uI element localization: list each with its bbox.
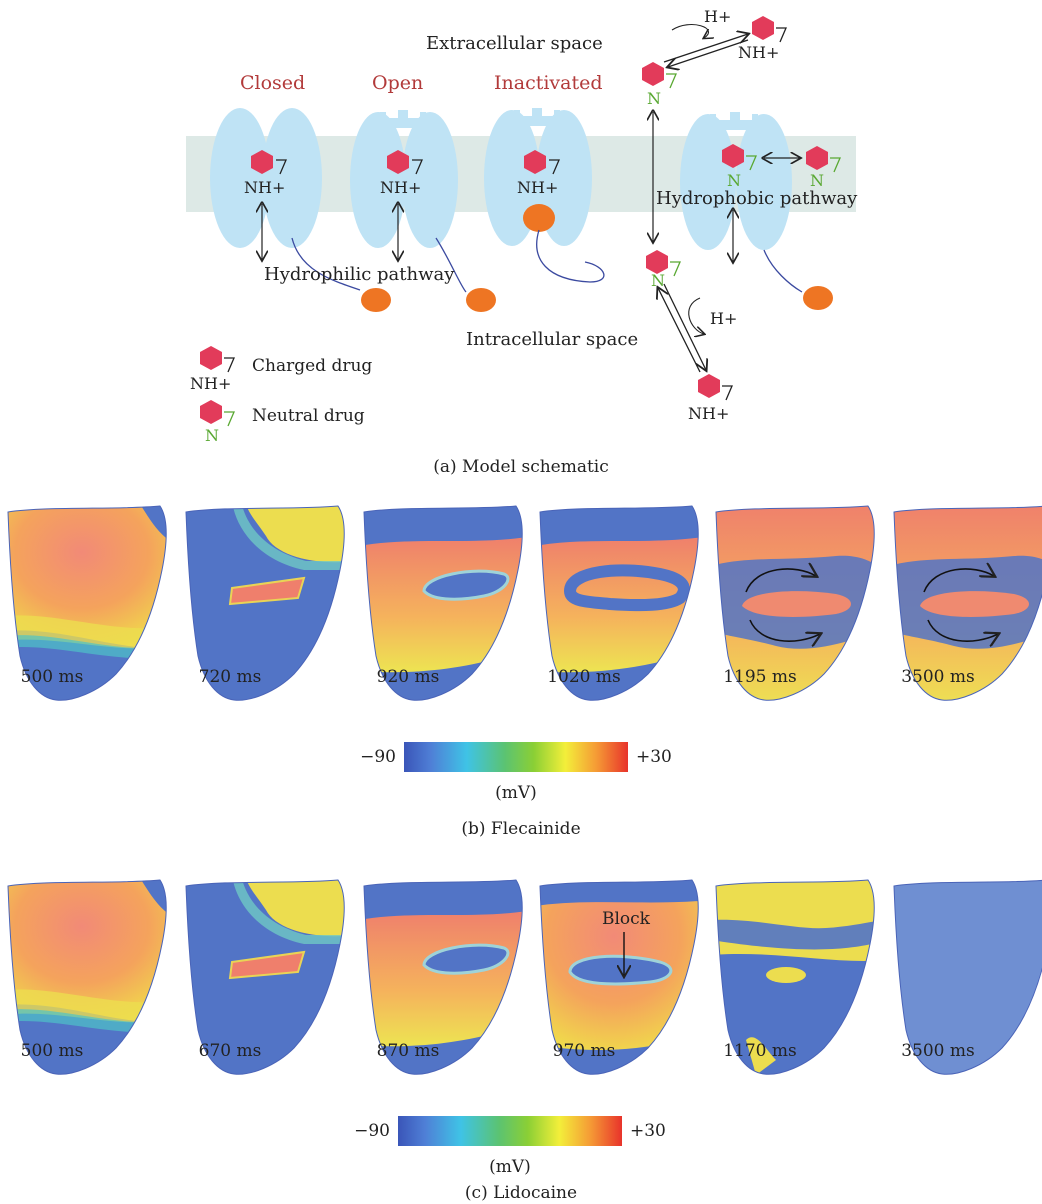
panel-lidocaine: 500 ms 670 ms 870 ms Block 970 ms 1170 ms 3500…	[7, 879, 1042, 1075]
channel-inactivated	[484, 108, 605, 283]
colorbar-b-gradient	[404, 742, 628, 772]
drug-charged-open: NH+	[380, 150, 423, 197]
svg-text:NH+: NH+	[244, 178, 285, 197]
drug-charged-intracellular: NH+	[688, 374, 733, 423]
legend-neutral: N Neutral drug	[200, 400, 365, 445]
intra-eq-arrow-1	[663, 283, 706, 370]
colorbar-b: −90 +30 (mV)	[360, 742, 672, 803]
time-label-b-5: 1195 ms	[723, 667, 797, 687]
colorbar-c: −90 +30 (mV)	[354, 1116, 666, 1177]
svg-text:N: N	[810, 171, 824, 190]
time-label-c-6: 3500 ms	[901, 1041, 975, 1061]
colorbar-b-min: −90	[360, 747, 396, 767]
intracellular-label: Intracellular space	[466, 329, 638, 350]
heart-snapshot-c-1	[7, 879, 167, 1075]
svg-text:NH+: NH+	[517, 178, 558, 197]
drug-neutral-intracellular: N	[646, 250, 681, 290]
caption-c: (c) Lidocaine	[465, 1183, 577, 1203]
time-label-c-2: 670 ms	[199, 1041, 262, 1061]
state-label-closed: Closed	[240, 72, 305, 94]
intra-proton-arrow	[688, 297, 704, 334]
heart-snapshot-b-1	[7, 505, 167, 701]
colorbar-b-max: +30	[636, 747, 672, 767]
extra-eq-arrow-1	[663, 34, 748, 63]
model-schematic: Closed Open Inactivated Extracellular sp…	[186, 7, 858, 477]
channel-open	[350, 110, 496, 312]
colorbar-c-max: +30	[630, 1121, 666, 1141]
heart-snapshot-c-4: Block	[539, 879, 699, 1075]
svg-text:NH+: NH+	[688, 404, 729, 423]
drug-neutral-extracellular: N	[642, 62, 677, 108]
colorbar-c-unit: (mV)	[489, 1157, 531, 1177]
time-label-b-4: 1020 ms	[547, 667, 621, 687]
time-label-b-1: 500 ms	[21, 667, 84, 687]
channel-hydrophobic	[680, 112, 833, 310]
colorbar-c-min: −90	[354, 1121, 390, 1141]
time-label-c-5: 1170 ms	[723, 1041, 797, 1061]
heart-snapshot-b-4	[539, 505, 699, 701]
drug-charged-closed: NH+	[244, 150, 287, 197]
svg-text:N: N	[651, 271, 665, 290]
state-label-open: Open	[372, 72, 423, 94]
heart-snapshot-b-6	[893, 505, 1042, 701]
hydrophobic-label: Hydrophobic pathway	[656, 188, 858, 209]
gate-ball-inactivated	[523, 204, 555, 232]
channel-closed	[210, 108, 391, 312]
time-label-b-6: 3500 ms	[901, 667, 975, 687]
svg-text:N: N	[205, 426, 219, 445]
extra-eq-arrow-2	[668, 39, 749, 67]
heart-snapshot-c-3	[363, 879, 523, 1075]
svg-text:NH+: NH+	[738, 43, 779, 62]
caption-a: (a) Model schematic	[433, 457, 609, 477]
heart-snapshot-b-2	[185, 505, 345, 701]
extra-proton-arrow	[671, 23, 709, 38]
svg-text:NH+: NH+	[190, 374, 231, 393]
gate-ball-open	[466, 288, 496, 312]
legend-neutral-label: Neutral drug	[252, 406, 365, 426]
colorbar-b-unit: (mV)	[495, 783, 537, 803]
panel-flecainide: 500 ms 720 ms 920 ms 1020 ms 1195 ms 3500 ms	[7, 505, 1042, 701]
drug-neutral-membrane: N	[722, 144, 757, 190]
hydrophilic-label: Hydrophilic pathway	[264, 264, 455, 285]
gate-ball-closed	[361, 288, 391, 312]
extra-proton-label: H+	[704, 7, 731, 26]
intra-proton-label: H+	[710, 309, 737, 328]
time-label-b-2: 720 ms	[199, 667, 262, 687]
time-label-c-4: 970 ms	[553, 1041, 616, 1061]
extracellular-label: Extracellular space	[426, 33, 603, 54]
caption-b: (b) Flecainide	[461, 819, 580, 839]
svg-text:N: N	[727, 171, 741, 190]
drug-neutral-lipid: N	[806, 146, 841, 190]
svg-text:N: N	[647, 89, 661, 108]
time-label-c-1: 500 ms	[21, 1041, 84, 1061]
time-label-b-3: 920 ms	[377, 667, 440, 687]
svg-text:NH+: NH+	[380, 178, 421, 197]
block-annotation: Block	[602, 909, 651, 929]
intra-eq-arrow-2	[658, 288, 701, 373]
time-label-c-3: 870 ms	[377, 1041, 440, 1061]
colorbar-c-gradient	[398, 1116, 622, 1146]
drug-charged-extracellular: NH+	[738, 16, 787, 62]
gate-ball-right	[803, 286, 833, 310]
drug-charged-inactivated: NH+	[517, 150, 560, 197]
legend-charged-label: Charged drug	[252, 356, 372, 376]
state-label-inactivated: Inactivated	[494, 72, 603, 94]
legend-charged: NH+ Charged drug	[190, 346, 372, 393]
